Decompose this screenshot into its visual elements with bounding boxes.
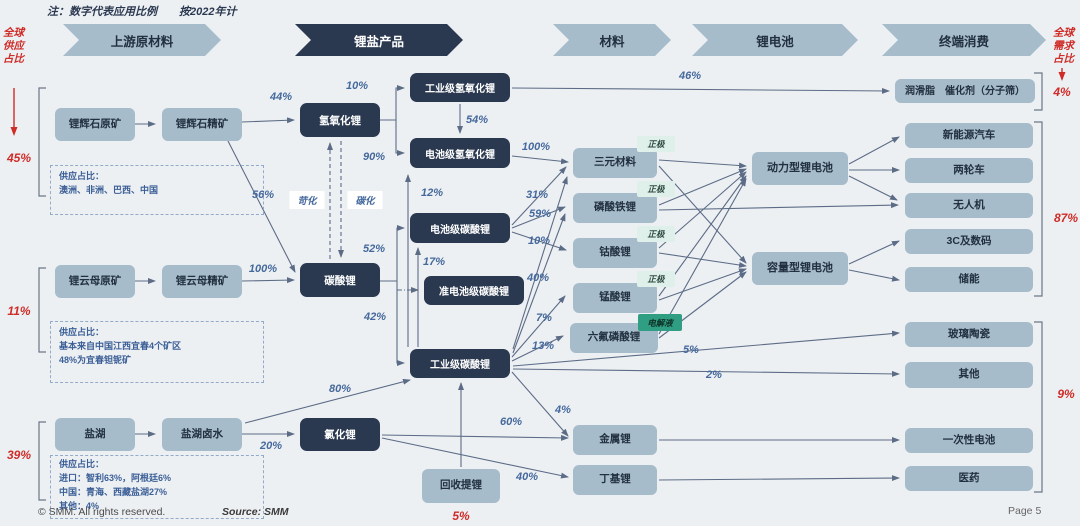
node-ev: 新能源汽车 xyxy=(905,123,1033,148)
node-lepidolite-ore: 锂云母原矿 xyxy=(55,265,135,298)
stage-materials: 材料 xyxy=(553,24,671,56)
node-spodumene-concentrate: 锂辉石精矿 xyxy=(162,108,242,141)
supply-note-title: 供应占比： xyxy=(59,327,105,337)
node-ternary-material: 三元材料 xyxy=(573,148,657,178)
node-industrial-lioh: 工业级氢氧化锂 xyxy=(410,73,510,102)
supply-note-line: 澳洲、非洲、巴西、中国 xyxy=(59,184,159,195)
tag-electrolyte: 电解液 xyxy=(638,314,682,331)
supply-note-line: 中国：青海、西藏盐湖27% xyxy=(59,486,168,497)
edge-label-46: 46% xyxy=(678,70,702,82)
edge-label-40-butyl: 40% xyxy=(515,471,539,483)
edge-label-10-top: 10% xyxy=(345,80,369,92)
edge-label-100-lep: 100% xyxy=(248,263,278,275)
supply-note-line: 其他：4% xyxy=(59,500,100,511)
supply-note-saltlake: 供应占比： 进口：智利63%，阿根廷6% 中国：青海、西藏盐湖27% 其他：4% xyxy=(50,455,264,519)
edge-label-2: 2% xyxy=(706,369,722,381)
edge-label-59: 59% xyxy=(528,208,552,220)
node-quasi-battery-li2co3: 准电池级碳酸锂 xyxy=(424,276,524,305)
node-capacity-battery: 容量型锂电池 xyxy=(752,252,848,285)
edge-label-90: 90% xyxy=(362,151,386,163)
edge-label-10-lco: 10% xyxy=(527,235,551,247)
node-primary-battery: 一次性电池 xyxy=(905,428,1033,453)
supply-note-line: 基本来自中国江西宜春4个矿区 xyxy=(59,340,182,351)
node-other: 其他 xyxy=(905,362,1033,388)
supply-share-lepidolite: 11% xyxy=(7,304,31,318)
process-carbonation: 碳化 xyxy=(347,191,383,209)
edge-label-7: 7% xyxy=(536,312,552,324)
node-lfp: 磷酸铁锂 xyxy=(573,193,657,223)
supply-note-title: 供应占比： xyxy=(59,459,105,469)
supply-note-spodumene: 供应占比： 澳洲、非洲、巴西、中国 xyxy=(50,165,264,215)
node-butyl-lithium: 丁基锂 xyxy=(573,465,657,495)
tag-cathode: 正极 xyxy=(637,226,675,242)
node-pharma: 医药 xyxy=(905,466,1033,491)
stage-batteries: 锂电池 xyxy=(692,24,858,56)
supply-note-lepidolite: 供应占比： 基本来自中国江西宜春4个矿区 48%为宜春钽铌矿 xyxy=(50,321,264,383)
tag-cathode: 正极 xyxy=(637,181,675,197)
demand-share-title: 全球需求占比 xyxy=(1053,27,1074,66)
tag-cathode: 正极 xyxy=(637,136,675,152)
node-battery-lioh: 电池级氢氧化锂 xyxy=(410,138,510,168)
chart-note: 注：数字代表应用比例 按2022年计 xyxy=(47,6,237,18)
node-lmo: 锰酸锂 xyxy=(573,283,657,313)
edge-label-44: 44% xyxy=(269,91,293,103)
demand-share-batteries: 87% xyxy=(1053,211,1079,225)
demand-share-lubricant: 4% xyxy=(1053,85,1071,99)
node-battery-li2co3: 电池级碳酸锂 xyxy=(410,213,510,243)
edge-label-42: 42% xyxy=(363,311,387,323)
edge-label-5-recycle: 5% xyxy=(452,509,470,523)
copyright-text: © SMM. All rights reserved. xyxy=(38,506,166,518)
node-lubricant-catalyst: 润滑脂 催化剂（分子筛） xyxy=(895,79,1035,103)
edge-label-80: 80% xyxy=(328,383,352,395)
node-power-battery: 动力型锂电池 xyxy=(752,152,848,185)
node-two-wheeler: 两轮车 xyxy=(905,158,1033,183)
edge-label-4: 4% xyxy=(555,404,571,416)
supply-share-title: 全球供应占比 xyxy=(3,27,24,66)
node-spodumene-ore: 锂辉石原矿 xyxy=(55,108,135,141)
edge-label-31: 31% xyxy=(525,189,549,201)
source-text: Source: SMM xyxy=(222,506,289,518)
node-lithium-hydroxide: 氢氧化锂 xyxy=(300,103,380,137)
page-number: Page 5 xyxy=(1008,505,1042,517)
node-lco: 钴酸锂 xyxy=(573,238,657,268)
edge-label-52: 52% xyxy=(362,243,386,255)
edge-label-17: 17% xyxy=(422,256,446,268)
edge-label-12: 12% xyxy=(420,187,444,199)
stage-lithium-salts: 锂盐产品 xyxy=(295,24,463,56)
edge-label-54: 54% xyxy=(465,114,489,126)
edge-label-20: 20% xyxy=(259,440,283,452)
process-causticization: 苛化 xyxy=(289,191,325,209)
demand-share-industrial: 9% xyxy=(1057,387,1075,401)
supply-share-saltlake: 39% xyxy=(6,448,32,462)
edge-label-5-glass: 5% xyxy=(683,344,699,356)
supply-note-line: 48%为宜春钽铌矿 xyxy=(59,354,132,365)
node-lithium-chloride: 氯化锂 xyxy=(300,418,380,451)
node-drone: 无人机 xyxy=(905,193,1033,218)
edge-label-60: 60% xyxy=(499,416,523,428)
node-salt-lake: 盐湖 xyxy=(55,418,135,451)
node-lithium-metal: 金属锂 xyxy=(573,425,657,455)
node-3c-digital: 3C及数码 xyxy=(905,229,1033,254)
node-brine: 盐湖卤水 xyxy=(162,418,242,451)
supply-note-line: 进口：智利63%，阿根廷6% xyxy=(59,472,172,483)
stage-end-consumption: 终端消费 xyxy=(882,24,1046,56)
node-energy-storage: 储能 xyxy=(905,267,1033,292)
stage-upstream: 上游原材料 xyxy=(63,24,221,56)
supply-note-title: 供应占比： xyxy=(59,171,105,181)
edge-label-56: 56% xyxy=(251,189,275,201)
edge-label-13: 13% xyxy=(531,340,555,352)
supply-share-spodumene: 45% xyxy=(6,151,32,165)
node-lithium-carbonate: 碳酸锂 xyxy=(300,263,380,297)
node-lepidolite-concentrate: 锂云母精矿 xyxy=(162,265,242,298)
node-recycled-lithium: 回收提锂 xyxy=(422,469,500,503)
edge-label-100-ternary: 100% xyxy=(521,141,551,153)
node-glass-ceramic: 玻璃陶瓷 xyxy=(905,322,1033,347)
tag-cathode: 正极 xyxy=(637,271,675,287)
edge-label-40-lfp: 40% xyxy=(526,272,550,284)
node-industrial-li2co3: 工业级碳酸锂 xyxy=(410,349,510,378)
